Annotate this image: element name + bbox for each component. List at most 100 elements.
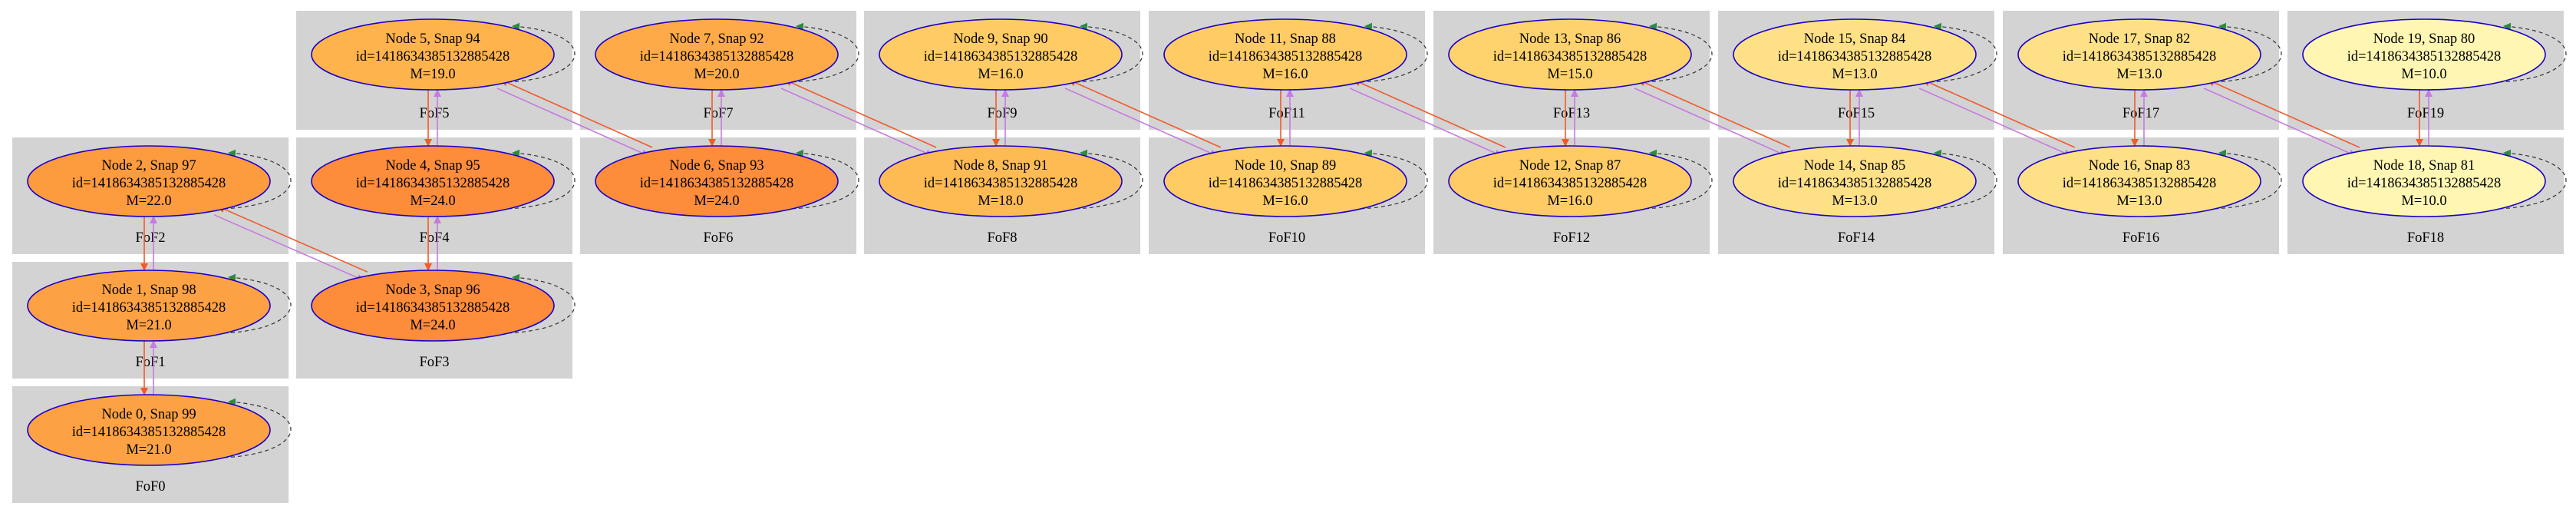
node-mass: M=24.0 [410, 194, 455, 209]
node-mass: M=16.0 [1262, 67, 1308, 82]
node-5[interactable]: Node 5, Snap 94id=1418634385132885428M=1… [311, 18, 555, 91]
edge-11-12-descendant-edge [1349, 88, 1502, 157]
cluster-label: FoF18 [2407, 230, 2444, 246]
node-title: Node 12, Snap 87 [1519, 158, 1621, 174]
cluster-label: FoF15 [1838, 106, 1875, 121]
node-mass: M=22.0 [126, 194, 171, 209]
node-title: Node 5, Snap 94 [385, 31, 480, 47]
node-mass: M=16.0 [1547, 194, 1592, 209]
node-ellipse [879, 18, 1123, 91]
node-title: Node 2, Snap 97 [101, 158, 196, 174]
node-title: Node 1, Snap 98 [101, 283, 196, 298]
self-loop-edge [223, 398, 292, 458]
node-16[interactable]: Node 16, Snap 83id=1418634385132885428M=… [2017, 145, 2261, 217]
edge-17-18-progenitor-edge [2207, 79, 2360, 148]
node-8[interactable]: Node 8, Snap 91id=1418634385132885428M=1… [879, 145, 1123, 217]
self-loop-edge [1360, 22, 1428, 83]
cluster-label: FoF2 [135, 230, 165, 246]
node-ellipse [311, 270, 555, 342]
node-ellipse [1733, 18, 1977, 91]
edge-2-3-descendant-edge [213, 214, 365, 282]
node-id-text: id=1418634385132885428 [356, 49, 510, 64]
node-7[interactable]: Node 7, Snap 92 id=1418634385132885428M=2… [595, 18, 839, 91]
node-2[interactable]: Node 2, Snap 97 id=1418634385132885428M=2… [27, 145, 271, 217]
node-title: Node 19, Snap 80 [2373, 31, 2475, 47]
node-6[interactable]: Node 6, Snap 93id=1418634385132885428M=2… [595, 145, 839, 217]
self-loop-edge [223, 149, 292, 210]
cluster-label: FoF1 [135, 355, 165, 370]
node-12[interactable]: Node 12, Snap 87 id=1418634385132885428M=… [1448, 145, 1692, 217]
node-ellipse [2017, 18, 2261, 91]
node-title: Node 13, Snap 86 [1519, 31, 1621, 47]
cluster-label: FoF4 [419, 230, 449, 246]
node-14[interactable]: Node 14, Snap 85id=1418634385132885428M=… [1733, 145, 1977, 217]
node-mass: M=15.0 [1547, 67, 1592, 82]
self-loop-edge [2214, 149, 2282, 210]
node-id-text: id=1418634385132885428 [640, 49, 794, 64]
node-id-text: id=1418634385132885428 [72, 176, 226, 191]
node-mass: M=21.0 [126, 318, 171, 333]
self-loop-edge [1644, 22, 1713, 83]
node-13[interactable]: Node 13, Snap 86id=1418634385132885428M=… [1448, 18, 1692, 91]
node-ellipse [27, 394, 271, 466]
cluster-label: FoF17 [2122, 106, 2159, 121]
self-loop-edge [791, 149, 859, 210]
cluster-label: FoF16 [2122, 230, 2159, 246]
node-ellipse [2302, 18, 2546, 91]
node-title: Node 11, Snap 88 [1235, 31, 1336, 47]
nodes-layer: Node 0, Snap 99id=14186343851328854​28M=… [27, 18, 2546, 466]
node-3[interactable]: Node 3, Snap 96id=1418634385132885428M=2… [311, 270, 555, 342]
self-loop-edge [507, 273, 576, 334]
node-title: Node 10, Snap 89 [1235, 158, 1337, 174]
node-title: Node 6, Snap 93 [669, 158, 764, 174]
self-loop-edge [791, 22, 859, 83]
node-15[interactable]: Node 15, Snap 84id=1418634385132885428M=… [1733, 18, 1977, 91]
node-10[interactable]: Node 10, Snap 89id=1418634385132885428M=… [1163, 145, 1407, 217]
node-mass: M=20.0 [694, 67, 739, 82]
self-loop-edge [223, 273, 292, 334]
cluster-label: FoF6 [703, 230, 733, 246]
node-ellipse [27, 270, 271, 342]
self-loop-edge [1644, 149, 1713, 210]
cluster-label: FoF12 [1553, 230, 1590, 246]
self-loop-edge [1075, 22, 1143, 83]
node-ellipse [1163, 145, 1407, 217]
node-title: Node 7, Snap 92 [669, 31, 764, 47]
node-4[interactable]: Node 4, Snap 95id=1418634385132885428M=2… [311, 145, 555, 217]
edge-9-10-descendant-edge [1064, 88, 1218, 157]
node-18[interactable]: Node 18, Snap 81id=1418634385132885428M=… [2302, 145, 2546, 217]
node-title: Node 18, Snap 81 [2373, 158, 2475, 174]
cluster-label: FoF3 [419, 355, 449, 370]
node-17[interactable]: Node 17, Snap 82id=1418634385132885428M=… [2017, 18, 2261, 91]
node-title: Node 17, Snap 82 [2089, 31, 2191, 47]
self-loop-edge [2214, 22, 2282, 83]
node-id-text: id=1418634385132885428 [640, 176, 794, 191]
edge-15-16-progenitor-edge [1922, 79, 2076, 148]
node-19[interactable]: Node 19, Snap 80id=1418634385132885428M=… [2302, 18, 2546, 91]
node-id-text: id=1418634385132885428 [2063, 49, 2217, 64]
self-loop-edge [1360, 149, 1428, 210]
node-id-text: id=1418634385132885428 [1493, 176, 1648, 191]
node-mass: M=13.0 [1832, 67, 1877, 82]
node-id-text: id=1418634385132885428 [356, 176, 510, 191]
cluster-label: FoF19 [2407, 106, 2444, 121]
node-ellipse [311, 18, 555, 91]
node-mass: M=16.0 [1262, 194, 1308, 209]
node-ellipse [2017, 145, 2261, 217]
edge-7-8-descendant-edge [780, 88, 934, 157]
cluster-label: FoF10 [1268, 230, 1305, 246]
node-id-text: id=1418634385132885428 [1209, 49, 1363, 64]
node-0[interactable]: Node 0, Snap 99id=14186343851328854​28M=… [27, 394, 271, 466]
node-ellipse [1448, 145, 1692, 217]
node-title: Node 3, Snap 96 [385, 283, 480, 298]
self-loop-edge [2498, 149, 2567, 210]
node-ellipse [27, 145, 271, 217]
cluster-label: FoF11 [1268, 106, 1305, 121]
node-11[interactable]: Node 11, Snap 88 id=1418634385132885428M=… [1163, 18, 1407, 91]
cluster-label: FoF5 [419, 106, 449, 121]
node-9[interactable]: Node 9, Snap 90id=1418634385132885428M=1… [879, 18, 1123, 91]
node-id-text: id=1418634385132885428 [2347, 49, 2502, 64]
node-title: Node 0, Snap 99 [101, 407, 196, 422]
node-1[interactable]: Node 1, Snap 98id=1418634385132885428M=2… [27, 270, 271, 342]
